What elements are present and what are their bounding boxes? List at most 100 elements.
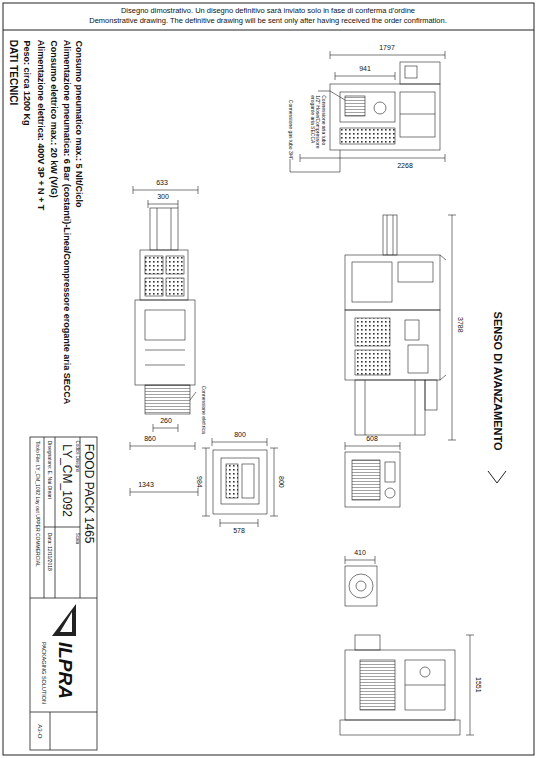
direction-arrow [488,471,506,483]
unit-view-800-part [220,519,221,527]
machine-top-view-part [365,380,366,435]
drawing-label: 1551 [474,677,482,693]
drawing-label: 1343 [138,481,154,489]
machine-side-view-part [300,158,445,159]
drawing-label: Consumo elettrico max.: 20 kW (V/G) [48,40,58,198]
unit-view-608-part [345,446,400,447]
machine-front-view-part [195,442,196,450]
unit-view-1551-part [355,635,380,650]
machine-side-view-part [300,154,301,162]
logo-symbol-part [60,612,72,632]
machine-front-view-part [145,365,185,366]
machine-top-view-part [387,215,388,255]
machine-front-view-part [145,350,185,351]
machine-front-view-part [145,278,163,296]
unit-view-1551-part [420,667,430,677]
machine-front-view-part [145,256,163,274]
machine-side-view-part [340,128,395,144]
unit-view-608-part [345,442,346,450]
machine-front-view-part [148,200,149,208]
drawing-label: A3-O [37,724,44,738]
title-block-part [50,712,51,750]
drawing-label: FOOD PACK 1465 [81,444,94,544]
drawing-label: Titolo File: LY_CM_1092 Lay out UPPER CO… [34,441,40,567]
machine-top-view-part [440,375,446,380]
unit-view-800-part [242,464,254,498]
unit-view-1551-part [340,720,460,735]
drawing-label: Data: 12/11/2018 [46,533,52,571]
unit-view-800-part [220,523,258,524]
machine-front-view-part [145,385,190,414]
machine-side-view-part [330,51,331,59]
title-block-part [44,437,45,598]
unit-view-410-part [345,556,346,564]
unit-view-800-part [267,438,268,446]
unit-view-1551-part [405,660,445,710]
drawing-label: Scala [75,533,80,544]
machine-front-view-part [135,300,195,385]
unit-view-410 [345,556,377,606]
sheet-frame [3,3,534,755]
drawing-label: Consumo pneumatico max.: 5 Nlt/Ciclo [74,40,84,207]
machine-front-view-part [153,424,154,432]
drawing-label: Demonstrative drawing. The definitive dr… [89,17,447,25]
machine-top-view [345,215,456,440]
drawing-label: 3788 [456,317,464,333]
drawing-label: Codice Disegno [75,441,80,473]
sheet-frame-part [3,30,534,31]
logo-symbol-part [67,620,69,632]
machine-top-view-part [415,380,416,435]
sheet-frame-part [3,3,534,755]
unit-view-410-part [345,566,377,606]
drawing-label: LY_CM_1092 [59,444,72,517]
drawing-label: PACKAGING SOLUTION [41,642,47,704]
title-block-part [30,437,97,750]
machine-side-view-part [395,72,396,80]
machine-top-view-part [345,310,440,380]
drawing-label: 800 [234,431,246,439]
machine-top-view-part [355,318,390,346]
title-block-part [30,712,97,713]
drawing-label: 984 [195,476,203,488]
machine-side-view-part [374,102,386,114]
machine-side-view-part [400,114,435,115]
machine-front-view-part [133,190,198,191]
drawing-label: 608 [366,435,378,443]
drawing-label: 578 [233,527,245,535]
drawing-label: Disegno dimostrativo. Un disegno definit… [121,7,415,15]
unit-view-608-part [385,488,395,498]
logo-symbol-part [52,604,76,636]
machine-top-view-part [440,255,446,260]
machine-side-view-part [345,96,365,116]
machine-front-view-part [166,278,184,296]
machine-front-view-part [171,208,172,250]
drawing-label: 410 [354,549,366,557]
unit-view-608-part [352,460,380,500]
unit-view-800-part [212,442,267,443]
machine-top-view-part [448,215,456,216]
unit-view-1551-part [345,650,455,720]
drawing-label: 2268 [397,162,413,170]
title-block-part [30,598,97,599]
machine-top-view-part [355,380,425,435]
machine-front-view-part [166,256,184,274]
drawing-label: Peso: circa 1200 Kg [22,40,32,125]
machine-front-view-part [198,186,199,194]
unit-view-410-part [345,560,375,561]
unit-view-800-part [270,516,278,517]
unit-view-800-part [213,450,267,514]
machine-front-view-part [130,492,198,493]
machine-top-view-part [448,440,456,441]
unit-view-800-part [226,464,238,498]
drawing-label: Disegnatore: E. Nai Oleari [46,441,52,499]
machine-front-view-part [130,446,195,447]
drawing-label: Connessione aria tubo 1/2" Hose/Compress… [310,95,327,155]
machine-front-view-part [130,442,131,450]
drawing-label: 941 [359,65,371,73]
unit-view-608-part [345,452,400,507]
machine-front-view-part [145,310,185,340]
machine-front-view-part [148,204,178,205]
machine-top-view-part [408,345,428,373]
title-block [30,437,97,750]
